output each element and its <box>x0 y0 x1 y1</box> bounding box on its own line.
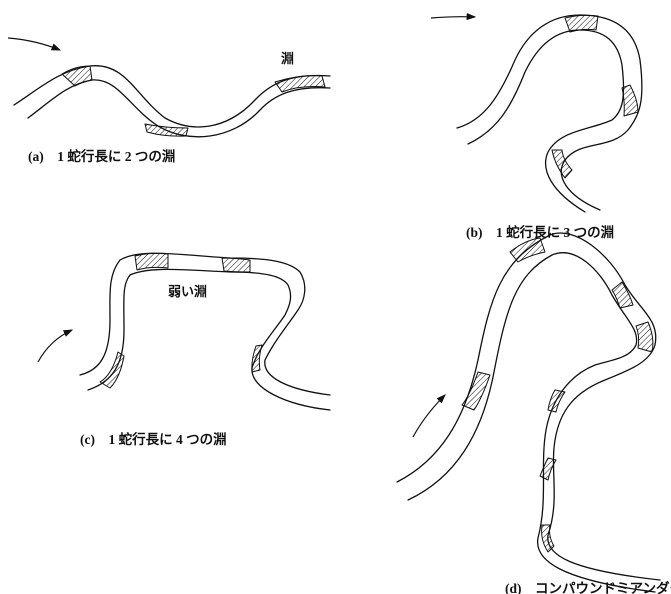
flow-arrow-b <box>430 12 477 21</box>
pool-d-3 <box>635 321 654 353</box>
pool-b-1 <box>564 14 599 33</box>
channel-bank-inner-c <box>87 268 331 411</box>
channel-bank-outer-a <box>13 65 331 128</box>
pool-a-2 <box>144 123 189 137</box>
pool-d-4 <box>547 389 566 413</box>
pool-label-a: 淵 <box>281 51 294 66</box>
channel-bank-outer-d <box>396 232 661 581</box>
flow-arrow-a <box>7 37 62 51</box>
pool-c-2 <box>221 257 251 273</box>
caption-a: (a) 1 蛇行長に 2 つの淵 <box>28 148 175 164</box>
pool-c-3 <box>99 351 125 389</box>
panel-d: (d) コンパウンドミアンダー <box>396 232 671 594</box>
pool-a-3 <box>274 75 326 93</box>
channel-bank-inner-d <box>407 252 656 593</box>
pool-b-3 <box>551 149 573 179</box>
pool-d-6 <box>461 371 491 411</box>
panel-c: 弱い淵 (c) 1 蛇行長に 4 つの淵 <box>37 252 331 447</box>
pool-d-1 <box>509 237 546 263</box>
panel-b: (b) 1 蛇行長に 3 つの淵 <box>430 12 643 240</box>
flow-arrow-d <box>412 394 446 438</box>
pool-d-7 <box>541 524 555 553</box>
caption-d: (d) コンパウンドミアンダー <box>505 580 671 594</box>
pool-d-5 <box>539 457 557 481</box>
caption-c: (c) 1 蛇行長に 4 つの淵 <box>80 431 227 447</box>
pool-c-4 <box>251 344 263 373</box>
channel-bank-inner-b <box>467 29 625 213</box>
pool-a-1 <box>61 65 93 87</box>
weak-pool-label-c: 弱い淵 <box>168 284 207 299</box>
pool-c-1 <box>134 252 169 271</box>
flow-arrow-c <box>37 329 74 363</box>
panel-a: 淵 (a) 1 蛇行長に 2 つの淵 <box>7 37 331 164</box>
pool-b-2 <box>621 84 639 117</box>
pool-d-2 <box>611 281 634 309</box>
channel-bank-outer-c <box>79 252 331 396</box>
